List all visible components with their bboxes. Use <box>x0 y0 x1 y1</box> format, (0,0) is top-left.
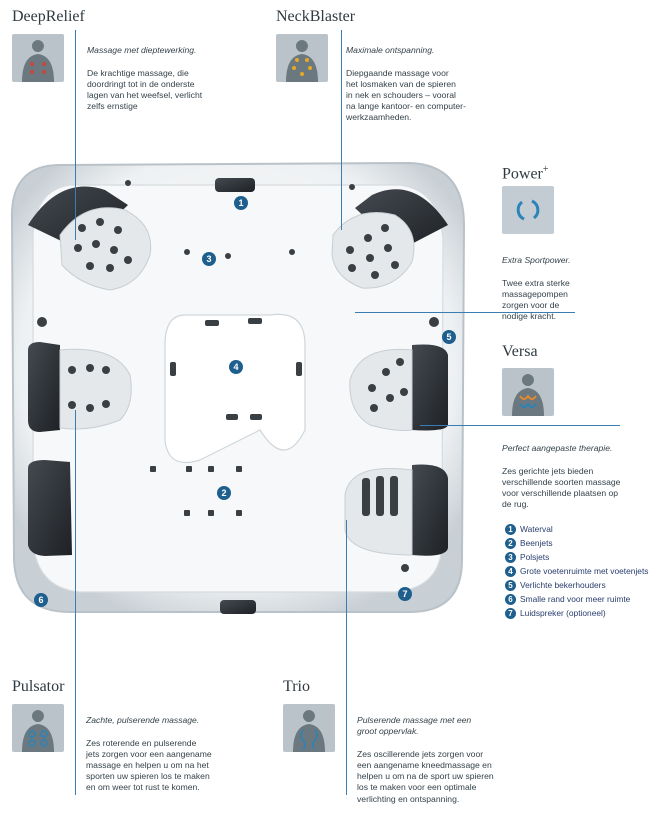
pulsator-heading: Zachte, pulserende massage. <box>86 715 200 726</box>
connector-versa <box>420 425 620 426</box>
waterfall-spout <box>215 178 255 192</box>
connector-neckblaster <box>341 30 342 230</box>
power-title: Power+ <box>502 164 549 183</box>
power-title-sup: + <box>542 164 549 175</box>
legend-item: 6 Smalle rand voor meer ruimte <box>505 592 648 606</box>
body-silhouette-icon <box>12 704 64 752</box>
neckblaster-body: Diepgaande massage voor het losmaken van… <box>346 67 466 123</box>
versa-description: Perfect aangepaste therapie. Zes gericht… <box>502 432 657 522</box>
legend-item: 4 Grote voetenruimte met voetenjets <box>505 564 648 578</box>
trio-heading: Pulserende massage met een groot oppervl… <box>357 715 472 737</box>
lounge-seat-left <box>28 460 72 556</box>
connector-trio <box>346 520 347 795</box>
trio-description: Pulserende massage met een groot oppervl… <box>357 704 537 816</box>
jets <box>37 180 439 572</box>
pulsator-body: Zes roterende en pulserende jets zorgen … <box>86 737 212 793</box>
trio-body: Zes oscillerende jets zorgen voor een aa… <box>357 748 494 804</box>
neckblaster-title: NeckBlaster <box>276 8 356 25</box>
legend-number: 5 <box>505 579 516 591</box>
legend-label: Waterval <box>520 524 553 534</box>
deeprelief-heading: Massage met diepte­werking. <box>87 45 197 56</box>
connector-power <box>355 312 575 313</box>
legend-label: Polsjets <box>520 552 550 562</box>
connector-pulsator <box>75 410 76 795</box>
power-body: Twee extra sterke massagepompen zorgen v… <box>502 277 570 322</box>
marker-4: 4 <box>229 360 243 374</box>
marker-6: 6 <box>34 593 48 607</box>
legend-number: 6 <box>505 593 516 605</box>
legend-number: 2 <box>505 537 516 549</box>
legend-label: Luidspreker (optioneel) <box>520 608 606 618</box>
trio-seat <box>344 464 448 556</box>
marker-3: 3 <box>202 252 216 266</box>
connector-deeprelief <box>75 30 76 240</box>
footwell <box>164 313 306 464</box>
marker-5: 5 <box>442 330 456 344</box>
legend-item: 2 Beenjets <box>505 536 648 550</box>
legend-item: 7 Luidspreker (optioneel) <box>505 606 648 620</box>
marker-2: 2 <box>217 486 231 500</box>
deeprelief-body: De krachtige massage, die doordringt tot… <box>87 67 203 112</box>
bottom-panel <box>220 600 256 614</box>
body-silhouette-icon <box>283 704 335 752</box>
trio-title: Trio <box>283 678 310 695</box>
legend-label: Grote voetenruimte met voetenjets <box>520 566 649 576</box>
legend: 1 Waterval 2 Beenjets 3 Polsjets 4 Grote voeten… <box>505 522 648 620</box>
legend-number: 7 <box>505 607 516 619</box>
legend-label: Smalle rand voor meer ruimte <box>520 594 631 604</box>
neckblaster-heading: Maximale ontspanning. <box>346 45 435 56</box>
deeprelief-description: Massage met diepte­werking. De krachtige… <box>87 34 247 124</box>
legend-number: 4 <box>505 565 516 577</box>
power-heading: Extra Sportpower. <box>502 255 571 266</box>
legend-item: 5 Verlichte bekerhouders <box>505 578 648 592</box>
versa-body: Zes gerichte jets bieden verschillende s… <box>502 465 621 510</box>
pulsator-title: Pulsator <box>12 678 65 695</box>
pulsator-seat <box>28 342 132 432</box>
legend-number: 1 <box>505 523 516 535</box>
neckblaster-description: Maximale ontspanning. Diepgaande massage… <box>346 34 516 135</box>
marker-1: 1 <box>234 196 248 210</box>
versa-seat <box>349 344 448 431</box>
body-silhouette-icon <box>502 368 554 416</box>
pulsator-description: Zachte, pulserende massage. Zes roterend… <box>86 704 261 805</box>
power-cycle-icon <box>502 186 554 234</box>
body-silhouette-icon <box>276 34 328 82</box>
legend-label: Beenjets <box>520 538 553 548</box>
power-description: Extra Sportpower. Twee extra sterke mass… <box>502 244 652 334</box>
power-title-text: Power <box>502 165 543 183</box>
deeprelief-title: DeepRelief <box>12 8 85 25</box>
legend-item: 1 Waterval <box>505 522 648 536</box>
body-silhouette-icon <box>12 34 64 82</box>
legend-item: 3 Polsjets <box>505 550 648 564</box>
versa-heading: Perfect aangepaste therapie. <box>502 443 613 454</box>
legend-number: 3 <box>505 551 516 563</box>
versa-title: Versa <box>502 343 538 360</box>
legend-label: Verlichte bekerhouders <box>520 580 606 590</box>
marker-7: 7 <box>398 587 412 601</box>
